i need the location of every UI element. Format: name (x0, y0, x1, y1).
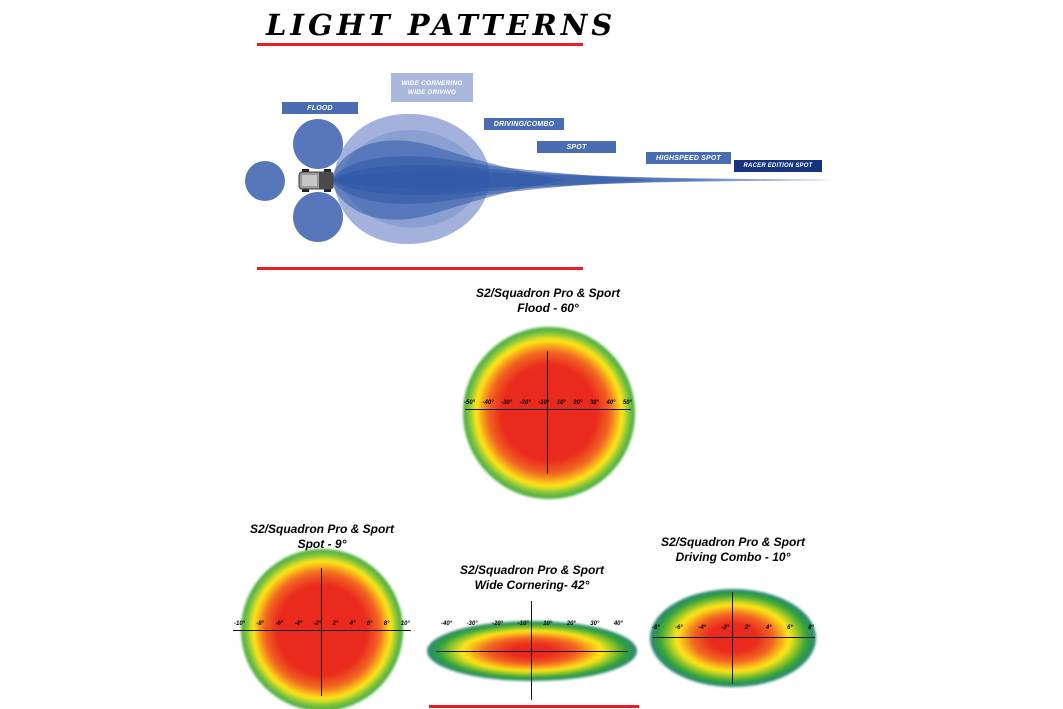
tick-label: 4° (349, 621, 356, 627)
tick-label: -6° (275, 621, 284, 627)
highspeed-spot-label-text: HIGHSPEED SPOT (655, 154, 722, 162)
tick-label: 10° (400, 621, 410, 627)
pattern-flood-heatmap (463, 327, 635, 499)
tick-label: -40° (441, 621, 453, 627)
tick-label: 50° (622, 400, 632, 406)
pattern-driving-combo-title: S2/Squadron Pro & Sport Driving Combo - … (648, 535, 818, 565)
pattern-flood-vertical-axis (547, 351, 548, 474)
pattern-flood-title: S2/Squadron Pro & Sport Flood - 60° (440, 286, 656, 316)
flood-upper-circle (293, 119, 343, 169)
pattern-driving-combo-heatmap (650, 589, 816, 687)
pattern-driving-combo-ticks: -8° -6° -4° -2° 2° 4° 6° 8° (652, 625, 814, 631)
tick-label: -20° (492, 621, 504, 627)
tick-label: -30° (501, 400, 513, 406)
racer-edition-spot-label: RACER EDITION SPOT (734, 160, 822, 172)
pattern-driving-combo-title-line1: S2/Squadron Pro & Sport (660, 535, 805, 549)
pattern-driving-combo: S2/Squadron Pro & Sport Driving Combo - … (648, 535, 818, 695)
flood-label: FLOOD (282, 102, 358, 114)
tick-label: -20° (519, 400, 531, 406)
tick-label: 20° (573, 400, 583, 406)
pattern-flood-ticks: -50° -40° -30° -20° -10° 10° 20° 30° 40°… (464, 400, 632, 406)
pattern-driving-combo-title-line2: Driving Combo - 10° (675, 550, 791, 564)
flood-rear-circle (245, 161, 285, 201)
pattern-wide-cornering-title-line2: Wide Cornering- 42° (474, 578, 590, 592)
tick-label: -4° (698, 625, 707, 631)
racer-edition-spot-label-text: RACER EDITION SPOT (743, 163, 813, 169)
tick-label: -30° (466, 621, 478, 627)
pattern-wide-cornering-ticks: -40° -30° -20° -10° 10° 20° 30° 40° (441, 621, 623, 627)
highspeed-spot-label: HIGHSPEED SPOT (646, 152, 731, 164)
flood-label-text: FLOOD (307, 104, 333, 112)
pattern-flood-horizontal-axis (465, 409, 631, 410)
tick-label: -50° (464, 400, 476, 406)
tick-label: -4° (294, 621, 303, 627)
tick-label: -2° (313, 621, 322, 627)
pattern-spot-ticks: -10° -8° -6° -4° -2° 2° 4° 6° 8° 10° (234, 621, 410, 627)
pattern-wide-cornering-vertical-axis (531, 601, 532, 700)
pattern-flood: S2/Squadron Pro & Sport Flood - 60° -50°… (440, 286, 656, 508)
tick-label: -40° (482, 400, 494, 406)
wide-cornering-label-line1: WIDE CORNERING (401, 79, 463, 87)
mid-divider-line (257, 267, 583, 270)
tick-label: 10° (543, 621, 553, 627)
tick-label: -8° (256, 621, 265, 627)
tick-label: 40° (613, 621, 623, 627)
driving-combo-label: DRIVING/COMBO (484, 118, 564, 130)
tick-label: 4° (765, 625, 772, 631)
pattern-driving-combo-vertical-axis (732, 592, 733, 684)
title-underline (257, 43, 583, 46)
tick-label: -10° (538, 400, 550, 406)
pattern-wide-cornering-title: S2/Squadron Pro & Sport Wide Cornering- … (427, 563, 637, 593)
tick-label: 30° (590, 621, 600, 627)
bottom-divider-line (429, 705, 639, 708)
pattern-driving-combo-horizontal-axis (653, 637, 815, 638)
tick-label: -10° (517, 621, 529, 627)
tick-label: 30° (589, 400, 599, 406)
pattern-flood-title-line1: S2/Squadron Pro & Sport (475, 286, 620, 300)
spot-label-text: SPOT (566, 143, 587, 151)
pattern-wide-cornering-horizontal-axis (436, 651, 628, 652)
pattern-spot-title: S2/Squadron Pro & Sport Spot - 9° (230, 522, 414, 552)
pattern-spot-horizontal-axis (233, 630, 411, 631)
racer-edition-spot-beam (330, 171, 834, 189)
tick-label: 8° (808, 625, 814, 631)
tick-label: -10° (234, 621, 246, 627)
page-title: LIGHT PATTERNS (266, 8, 617, 42)
tick-label: 40° (606, 400, 616, 406)
beam-pattern-illustration (245, 113, 834, 244)
tick-label: -6° (675, 625, 683, 631)
pattern-spot-vertical-axis (321, 568, 322, 696)
tick-label: 2° (744, 625, 751, 631)
driving-combo-label-text: DRIVING/COMBO (493, 120, 555, 128)
tick-label: 10° (556, 400, 566, 406)
tick-label: 2° (332, 621, 339, 627)
pattern-wide-cornering-title-line1: S2/Squadron Pro & Sport (459, 563, 604, 577)
tick-label: 8° (383, 621, 390, 627)
spot-label: SPOT (537, 141, 616, 153)
pattern-wide-cornering: S2/Squadron Pro & Sport Wide Cornering- … (427, 563, 637, 703)
pattern-spot-title-line2: Spot - 9° (297, 537, 347, 551)
tick-label: 6° (787, 625, 793, 631)
wide-cornering-label-line2: WIDE DRIVING (407, 88, 457, 96)
pattern-spot: S2/Squadron Pro & Sport Spot - 9° -10° -… (230, 522, 414, 709)
tick-label: -8° (652, 625, 660, 631)
pattern-spot-heatmap (241, 549, 403, 709)
truck-icon (298, 169, 334, 192)
pattern-spot-title-line1: S2/Squadron Pro & Sport (249, 522, 394, 536)
tick-label: 20° (566, 621, 576, 627)
tick-label: 6° (366, 621, 373, 627)
wide-cornering-label: WIDE CORNERING WIDE DRIVING (391, 73, 473, 102)
pattern-flood-title-line2: Flood - 60° (517, 301, 579, 315)
tick-label: -2° (721, 625, 730, 631)
flood-lower-circle (293, 192, 343, 242)
